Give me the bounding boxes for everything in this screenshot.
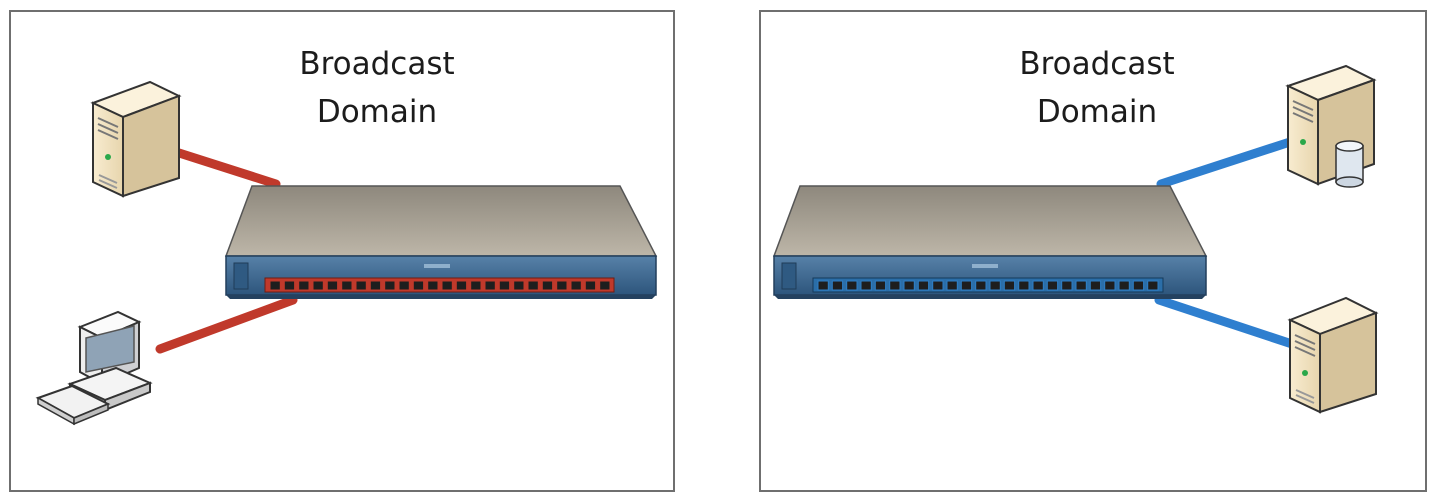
switch-port: [441, 280, 453, 291]
title-line1: Broadcast: [1019, 46, 1175, 82]
switch-port: [326, 280, 339, 291]
switch-port: [513, 280, 525, 291]
link-left-server: [171, 147, 281, 189]
switch-port: [455, 280, 468, 291]
panel-title-right: Broadcast Domain: [947, 40, 1247, 136]
switch-port: [498, 280, 511, 291]
switch-port: [484, 280, 496, 291]
switch-port: [470, 280, 482, 291]
switch-port: [527, 280, 539, 291]
title-line2: Domain: [1036, 94, 1158, 130]
server-icon: [1287, 296, 1379, 414]
database-server-icon: [1285, 64, 1377, 188]
switch-port: [932, 280, 944, 291]
switch-port: [412, 280, 425, 291]
switch-port: [541, 280, 554, 291]
switch-port: [1118, 280, 1130, 291]
switch-port: [1104, 280, 1116, 291]
network-switch-left: [224, 185, 658, 299]
switch-port: [398, 280, 410, 291]
switch-port: [1046, 280, 1059, 291]
switch-port: [817, 280, 829, 291]
switch-port: [556, 280, 568, 291]
switch-port: [355, 280, 367, 291]
network-switch-right: [772, 185, 1208, 299]
switch-port: [946, 280, 958, 291]
title-line2: Domain: [316, 94, 438, 130]
switch-port: [1003, 280, 1016, 291]
switch-port: [1132, 280, 1145, 291]
switch-port: [1075, 280, 1087, 291]
switch-port: [831, 280, 844, 291]
switch-ports: [269, 280, 611, 291]
switch-ports: [817, 280, 1159, 291]
switch-port: [874, 280, 887, 291]
switch-port: [846, 280, 858, 291]
link-left-workstation: [155, 295, 298, 354]
panel-title-left: Broadcast Domain: [227, 40, 527, 136]
switch-port: [989, 280, 1001, 291]
switch-port: [917, 280, 930, 291]
switch-port: [1032, 280, 1044, 291]
switch-port: [369, 280, 382, 291]
switch-port: [1061, 280, 1073, 291]
switch-port: [384, 280, 396, 291]
workstation-icon: [35, 310, 153, 426]
switch-port: [860, 280, 872, 291]
switch-port: [298, 280, 310, 291]
switch-port: [341, 280, 353, 291]
switch-port: [269, 280, 281, 291]
switch-port: [903, 280, 915, 291]
switch-port: [283, 280, 296, 291]
switch-port: [312, 280, 324, 291]
link-right-server-db: [1156, 136, 1298, 189]
switch-port: [1089, 280, 1102, 291]
switch-port: [975, 280, 987, 291]
title-line1: Broadcast: [299, 46, 455, 82]
switch-port: [427, 280, 439, 291]
switch-port: [1018, 280, 1030, 291]
server-icon: [90, 80, 182, 198]
switch-port: [599, 280, 611, 291]
link-right-server: [1154, 295, 1297, 349]
switch-port: [889, 280, 901, 291]
switch-port: [570, 280, 582, 291]
switch-port: [960, 280, 973, 291]
switch-port: [1147, 280, 1159, 291]
database-cylinder-icon: [1335, 140, 1364, 188]
switch-port: [584, 280, 597, 291]
